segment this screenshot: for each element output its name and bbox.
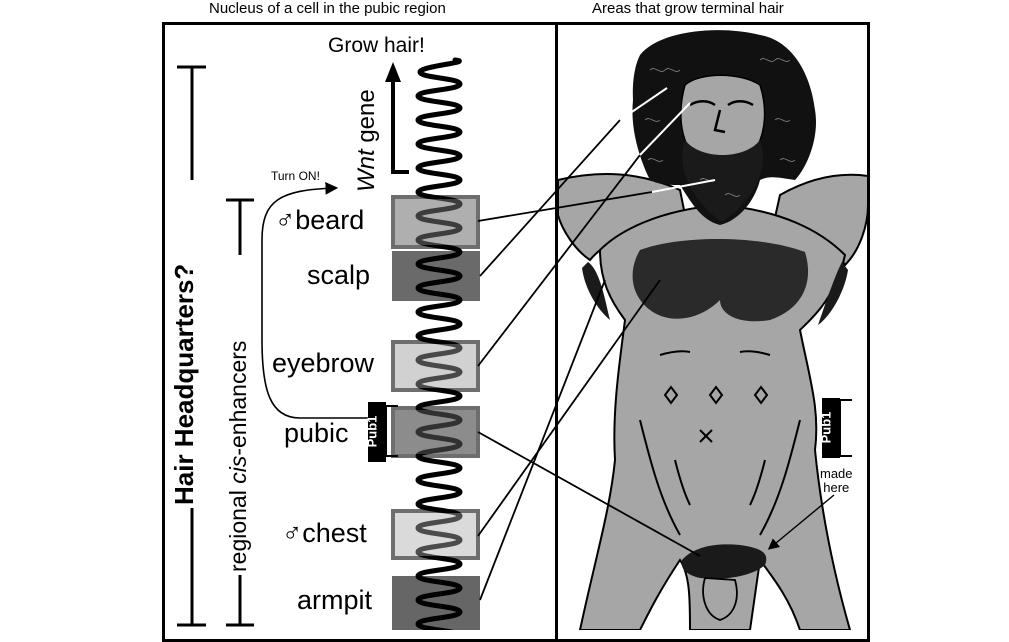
human-figure [557, 30, 869, 630]
wnt-gene-label: Wnt gene [353, 89, 380, 192]
male-symbol-icon: ♂ [275, 205, 296, 235]
headline-vertical: Hair Headquarters? [169, 263, 199, 505]
dna-coil [415, 57, 463, 630]
enhancer-label-beard: ♂beard [275, 205, 365, 235]
made-here-arrow [767, 494, 835, 550]
enhancer-label-pubic: pubic [284, 418, 349, 448]
enhancers-vertical: regional cis-enhancers [225, 340, 251, 572]
male-symbol-icon: ♂ [282, 518, 303, 548]
made-here-label: made here [820, 466, 853, 495]
grow-hair-label: Grow hair! [328, 34, 425, 57]
wnt-gene-arrow [391, 70, 409, 174]
right-panel-title: Areas that grow terminal hair [592, 0, 784, 17]
enhancers-bracket [226, 198, 254, 627]
enhancer-label-eyebrow: eyebrow [272, 348, 375, 378]
enhancer-label-armpit: armpit [297, 585, 373, 615]
pub1-tag-left: Pub1 [364, 402, 386, 462]
left-panel-title: Nucleus of a cell in the pubic region [209, 0, 446, 17]
turn-on-label: Turn ON! [271, 169, 320, 183]
enhancer-label-chest: ♂chest [282, 518, 367, 548]
headquarters-bracket [177, 65, 206, 627]
turn-on-arrow [261, 181, 368, 419]
enhancer-label-scalp: scalp [307, 260, 371, 290]
pub1-tag-right: Pub1 [818, 398, 840, 458]
connector-lines [477, 119, 701, 601]
